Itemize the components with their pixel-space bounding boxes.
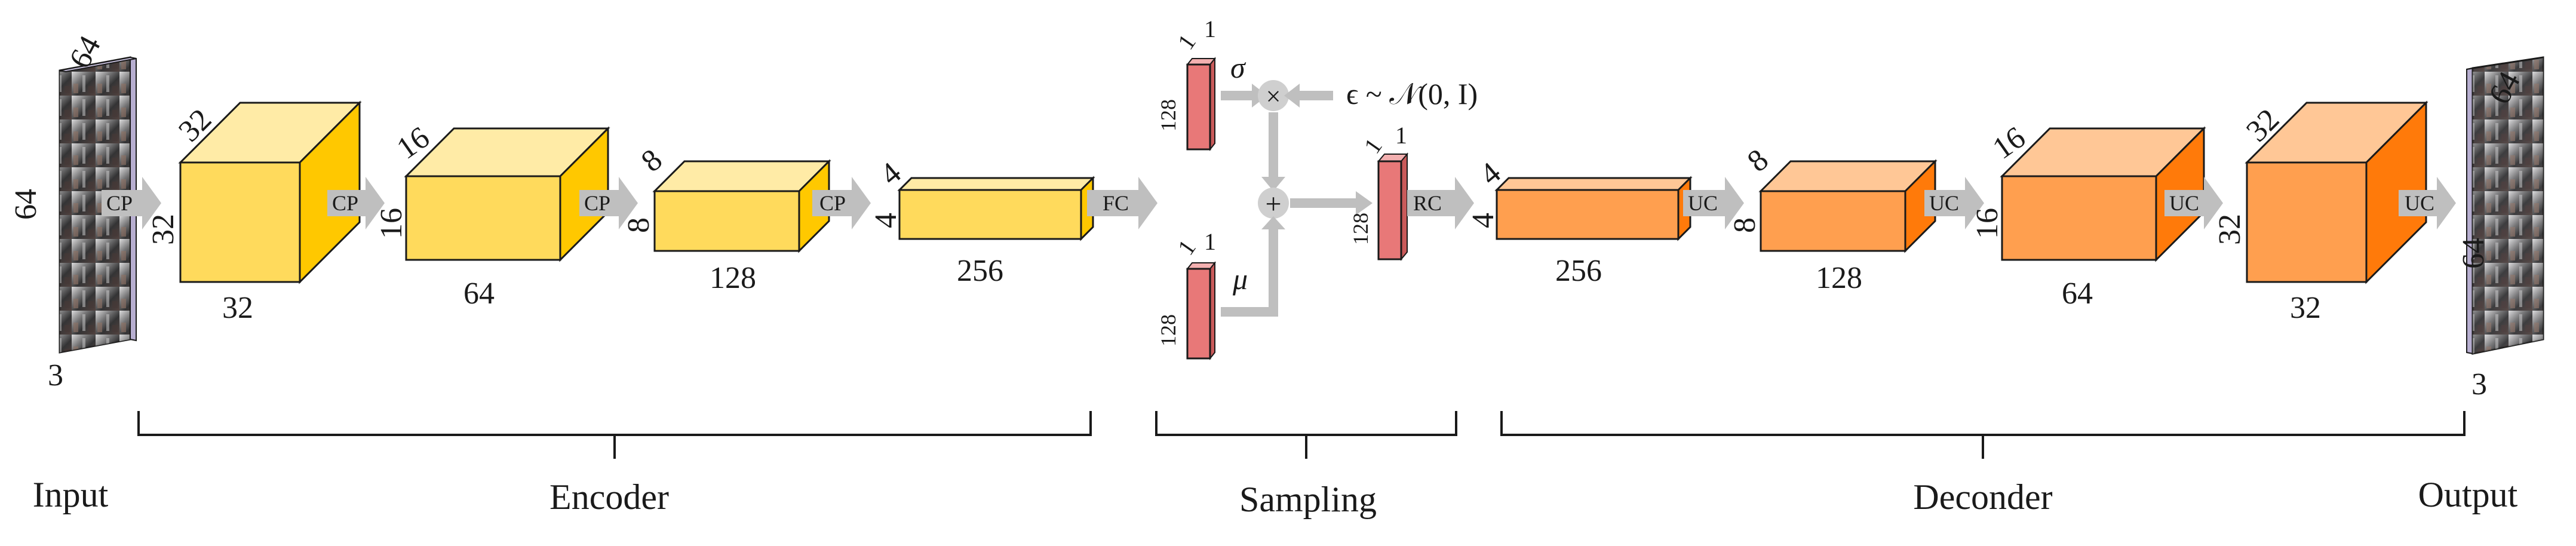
sigma-dim-1: 1 <box>1172 29 1201 54</box>
decoder-block-2 <box>1758 159 1938 253</box>
encoder-block-1-width: 32 <box>222 291 253 325</box>
input-channels-label: 3 <box>48 358 63 392</box>
multiply-node: × <box>1258 80 1289 111</box>
cube-top <box>1494 177 1693 191</box>
encoder-block-2-width: 64 <box>463 277 495 311</box>
encoder-label: Encoder <box>549 477 669 517</box>
decoder-block-3-height: 16 <box>1970 208 2004 239</box>
cube-front <box>1496 189 1680 240</box>
op-arrow: CP <box>327 177 385 229</box>
sigma-vector <box>1186 57 1217 151</box>
decoder-block-4-width: 32 <box>2290 291 2321 325</box>
latent-dim-2: 1 <box>1395 122 1407 149</box>
mu-to-add-arrow <box>1221 216 1285 317</box>
decoder-block-3-width: 64 <box>2062 277 2093 311</box>
latent-dim-1: 1 <box>1359 133 1387 158</box>
output-label: Output <box>2418 475 2518 514</box>
input-image <box>59 56 137 354</box>
op-arrow: RC <box>1407 177 1474 229</box>
encoder-block-1-height: 32 <box>146 214 180 245</box>
latent-vector <box>1377 152 1409 261</box>
encoder-block-3-depth: 8 <box>635 143 669 179</box>
output-channels-label: 3 <box>2471 367 2487 401</box>
sigma-dim-2: 1 <box>1204 16 1216 42</box>
encoder-block-3-width: 128 <box>710 261 756 295</box>
op-arrow: UC <box>2164 177 2223 229</box>
decoder-block-1 <box>1494 176 1693 241</box>
add-to-latent-arrow <box>1290 191 1373 215</box>
cube-front <box>405 175 561 261</box>
op-label: UC <box>2405 191 2434 215</box>
encoder-block-4 <box>897 176 1095 241</box>
mu-symbol: μ <box>1232 262 1248 296</box>
multiply-to-add-arrow <box>1261 112 1285 191</box>
op-arrow: FC <box>1087 177 1157 229</box>
encoder-block-3-height: 8 <box>622 217 656 233</box>
decoder-block-4-height: 32 <box>2213 214 2247 245</box>
output-height-label: 64 <box>2457 238 2491 269</box>
encoder-block-4-width: 256 <box>957 254 1003 288</box>
op-arrow: CP <box>812 177 871 229</box>
encoder-block-2 <box>404 126 610 262</box>
op-label: UC <box>1688 191 1718 215</box>
op-arrow: CP <box>579 177 638 229</box>
op-label: CP <box>332 191 358 215</box>
op-label: CP <box>819 191 846 215</box>
op-label: FC <box>1103 191 1129 215</box>
op-arrow: CP <box>102 177 161 229</box>
decoder-block-4 <box>2245 100 2428 284</box>
add-node: + <box>1258 188 1289 220</box>
decoder-block-2-depth: 8 <box>1741 143 1775 179</box>
encoder-block-4-height: 4 <box>869 213 903 228</box>
op-arrow: UC <box>1683 177 1744 229</box>
op-arrow: UC <box>2399 177 2456 229</box>
cube-top <box>897 177 1095 191</box>
mu-vector <box>1186 261 1217 360</box>
multiply-symbol: × <box>1266 82 1281 111</box>
encoder-brace <box>137 411 1092 459</box>
sampling-label: Sampling <box>1239 480 1377 519</box>
op-label: CP <box>106 191 133 215</box>
input-label: Input <box>33 475 109 514</box>
latent-size: 128 <box>1349 213 1373 245</box>
cube-front <box>2001 175 2157 261</box>
op-arrow: UC <box>1924 177 1984 229</box>
encoder-block-1 <box>178 100 362 284</box>
cube-front <box>2246 161 2368 283</box>
input-height-label: 64 <box>9 189 43 220</box>
op-label: CP <box>584 191 610 215</box>
add-symbol: + <box>1265 188 1281 220</box>
sampling-brace <box>1155 411 1457 459</box>
decoder-block-1-height: 4 <box>1466 213 1500 228</box>
cube-front <box>179 161 301 283</box>
op-label: UC <box>2169 191 2199 215</box>
decoder-label: Deconder <box>1913 477 2052 517</box>
cube-front <box>898 189 1082 240</box>
op-label: RC <box>1413 191 1442 215</box>
encoder-block-3 <box>652 159 831 253</box>
sigma-size: 128 <box>1156 99 1180 131</box>
mu-dim-2: 1 <box>1204 228 1216 255</box>
encoder-block-2-height: 16 <box>374 208 409 239</box>
sigma-symbol: σ <box>1230 51 1246 84</box>
decoder-block-1-width: 256 <box>1555 254 1602 288</box>
cube-front <box>653 190 800 252</box>
mu-dim-1: 1 <box>1172 235 1201 260</box>
mu-size: 128 <box>1156 314 1180 346</box>
noise-formula: ϵ ~ 𝒩(0, I) <box>1346 77 1478 111</box>
noise-arrow <box>1284 84 1333 108</box>
op-label: UC <box>1929 191 1959 215</box>
decoder-block-2-height: 8 <box>1728 217 1762 233</box>
cube-front <box>1760 190 1906 252</box>
output-image <box>2466 56 2544 355</box>
decoder-block-2-width: 128 <box>1816 261 1862 295</box>
decoder-brace <box>1500 411 2466 459</box>
